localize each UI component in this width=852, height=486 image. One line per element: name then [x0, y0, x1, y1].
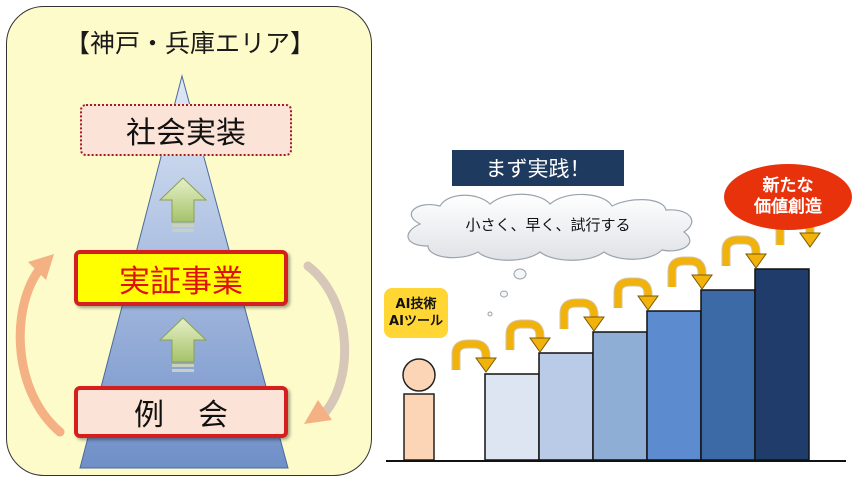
- curved-arrow-icon: [451, 339, 497, 373]
- cycle-arrowhead-left-icon: [28, 254, 54, 280]
- stair-step: [538, 352, 594, 461]
- ai-tech-line1: AI技術: [395, 297, 437, 312]
- stair-step: [754, 268, 810, 461]
- stage-regular-meeting-char2: 会: [198, 398, 228, 433]
- cycle-arrow-left-icon: [15, 259, 65, 437]
- stage-demonstration-project: 実証事業: [74, 250, 288, 306]
- new-value-line2: 価値創造: [754, 197, 822, 217]
- thought-text: 小さく、早く、試行する: [465, 216, 631, 234]
- curved-arrow-icon: [667, 256, 713, 290]
- thought-cloud: [407, 193, 693, 261]
- stage-regular-meeting: 例 会: [74, 386, 288, 438]
- curved-arrow-icon: [613, 277, 659, 311]
- up-arrow-icon: [158, 317, 208, 372]
- thought-bubble-dot: [500, 290, 508, 298]
- cycle-arrow-right-icon: [303, 261, 350, 421]
- practice-banner: まず実践！: [452, 150, 624, 186]
- stair-step: [484, 373, 540, 461]
- new-value-badge: 新たな 価値創造: [724, 164, 852, 230]
- curved-arrow-icon: [721, 235, 767, 269]
- curved-arrow-icon: [559, 298, 605, 332]
- stair-step: [592, 331, 648, 461]
- person-icon: [402, 358, 436, 461]
- cycle-arrowhead-right-icon: [304, 400, 332, 424]
- thought-bubble-dot: [513, 268, 527, 280]
- stage-regular-meeting-char1: 例: [134, 398, 164, 433]
- ai-tech-line2: AIツール: [389, 314, 443, 329]
- stair-step: [646, 310, 702, 461]
- stair-step: [700, 289, 756, 461]
- curved-arrow-icon: [505, 319, 551, 353]
- up-arrow-icon: [158, 177, 208, 232]
- area-title: 【神戸・兵庫エリア】: [64, 29, 315, 58]
- new-value-line1: 新たな: [762, 176, 814, 196]
- ai-tech-label: AI技術 AIツール: [384, 288, 448, 338]
- thought-bubble-dot: [487, 311, 493, 317]
- staircase: [484, 268, 810, 461]
- stage-social-implementation: 社会実装: [80, 104, 292, 156]
